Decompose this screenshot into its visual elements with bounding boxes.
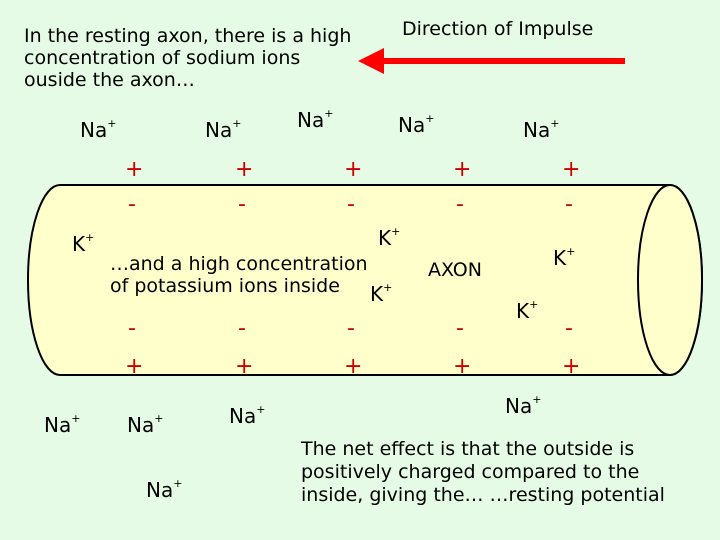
net-effect-line-1: The net effect is that the outside is xyxy=(301,438,635,460)
sodium-ion: Na+ xyxy=(205,117,242,142)
positive-charge: + xyxy=(453,354,472,379)
negative-charge: - xyxy=(347,192,355,217)
positive-charge: + xyxy=(344,157,363,182)
sodium-ion: Na+ xyxy=(44,412,81,437)
intro-text: In the resting axon, there is a high con… xyxy=(24,25,351,91)
potassium-ion: K+ xyxy=(378,225,401,250)
positive-charge: + xyxy=(235,354,254,379)
positive-charge: + xyxy=(562,354,581,379)
negative-charge: - xyxy=(565,192,573,217)
sodium-ion: Na+ xyxy=(229,403,266,428)
positive-charge: + xyxy=(235,157,254,182)
sodium-ion: Na+ xyxy=(146,477,183,502)
negative-charge: - xyxy=(128,316,136,341)
net-effect-text: The net effect is that the outside is po… xyxy=(301,438,665,507)
negative-charge: - xyxy=(128,192,136,217)
positive-charge: + xyxy=(125,157,144,182)
positive-charge: + xyxy=(125,354,144,379)
negative-charge: - xyxy=(238,192,246,217)
sodium-ion: Na+ xyxy=(398,112,435,137)
inside-line-1: …and a high concentration xyxy=(110,253,368,275)
sodium-ion: Na+ xyxy=(80,117,117,142)
net-effect-line-3: inside, giving the… …resting potential xyxy=(301,484,665,506)
negative-charge: - xyxy=(565,316,573,341)
negative-charge: - xyxy=(456,316,464,341)
axon-end-cap xyxy=(637,184,703,376)
direction-arrow xyxy=(358,48,625,74)
positive-charge: + xyxy=(344,354,363,379)
intro-line-2: concentration of sodium ions xyxy=(24,47,301,69)
net-effect-line-2: positively charged compared to the xyxy=(301,461,640,483)
potassium-ion: K+ xyxy=(72,231,95,256)
direction-label: Direction of Impulse xyxy=(402,18,594,40)
sodium-ion: Na+ xyxy=(523,117,560,142)
sodium-ion: Na+ xyxy=(127,412,164,437)
sodium-ion: Na+ xyxy=(297,107,334,132)
inside-text: …and a high concentration of potassium i… xyxy=(110,253,368,297)
intro-line-1: In the resting axon, there is a high xyxy=(24,25,352,47)
sodium-ion: Na+ xyxy=(505,393,542,418)
potassium-ion: K+ xyxy=(553,245,576,270)
potassium-ion: K+ xyxy=(516,298,539,323)
positive-charge: + xyxy=(453,157,472,182)
axon-label: AXON xyxy=(428,259,482,281)
negative-charge: - xyxy=(347,316,355,341)
inside-line-2: of potassium ions inside xyxy=(110,275,340,297)
negative-charge: - xyxy=(238,316,246,341)
negative-charge: - xyxy=(456,192,464,217)
positive-charge: + xyxy=(562,157,581,182)
potassium-ion: K+ xyxy=(370,281,393,306)
intro-line-3: ouside the axon… xyxy=(24,69,195,91)
